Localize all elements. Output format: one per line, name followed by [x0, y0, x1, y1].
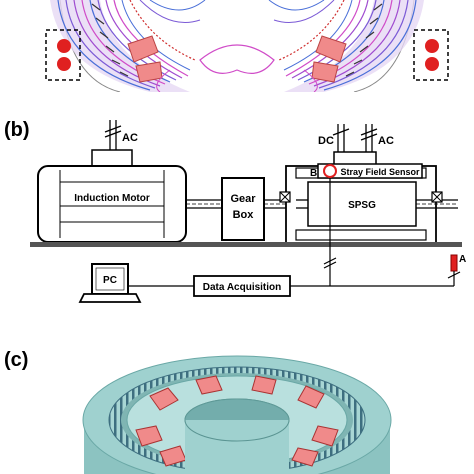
- daq-label: Data Acquisition: [203, 282, 282, 293]
- sensor-b-marker: [323, 164, 337, 178]
- ac-right-label: AC: [378, 135, 394, 147]
- right-coil-marker: [413, 29, 449, 81]
- panel-b-label: (b): [4, 119, 30, 141]
- test-bench-base: [30, 242, 462, 247]
- sensor-a-marker: [450, 254, 458, 272]
- dc-label: DC: [318, 135, 334, 147]
- shaft-1: [186, 199, 222, 209]
- ac-left-label: AC: [122, 132, 138, 144]
- rotor-magnets-a: [127, 35, 347, 83]
- point-b-label: B: [310, 168, 317, 179]
- point-a-label: A: [459, 254, 466, 265]
- spsg-label: SPSG: [348, 200, 376, 211]
- panel-c-3d-model: (c): [4, 349, 392, 474]
- gearbox-label-2: Box: [233, 209, 255, 221]
- gearbox-label-1: Gear: [230, 193, 256, 205]
- pc-laptop: PC: [78, 263, 142, 303]
- stator-teeth: [91, 3, 383, 77]
- signal-wiring: [120, 178, 461, 287]
- panel-c-label: (c): [4, 349, 28, 371]
- motor-terminal-box: [91, 149, 133, 167]
- rotor-magnets-c: [135, 375, 339, 467]
- left-field-lines: [50, 0, 206, 92]
- panel-a-field-plot: [45, 0, 449, 92]
- induction-motor: Induction Motor: [37, 165, 187, 243]
- data-acquisition-box: Data Acquisition: [193, 275, 291, 297]
- motor-label: Induction Motor: [74, 193, 150, 204]
- stray-field-sensor-box: [317, 163, 423, 179]
- sensor-label: Stray Field Sensor: [340, 167, 420, 177]
- ac-supply-left: [104, 120, 122, 150]
- left-coil-marker: [45, 29, 81, 81]
- gear-box: Gear Box: [221, 177, 265, 241]
- dc-ac-supply-right: [332, 124, 378, 152]
- pc-label: PC: [103, 275, 117, 286]
- right-field-lines: [268, 0, 424, 92]
- panel-b-schematic: (b) AC Induction Motor: [4, 119, 466, 303]
